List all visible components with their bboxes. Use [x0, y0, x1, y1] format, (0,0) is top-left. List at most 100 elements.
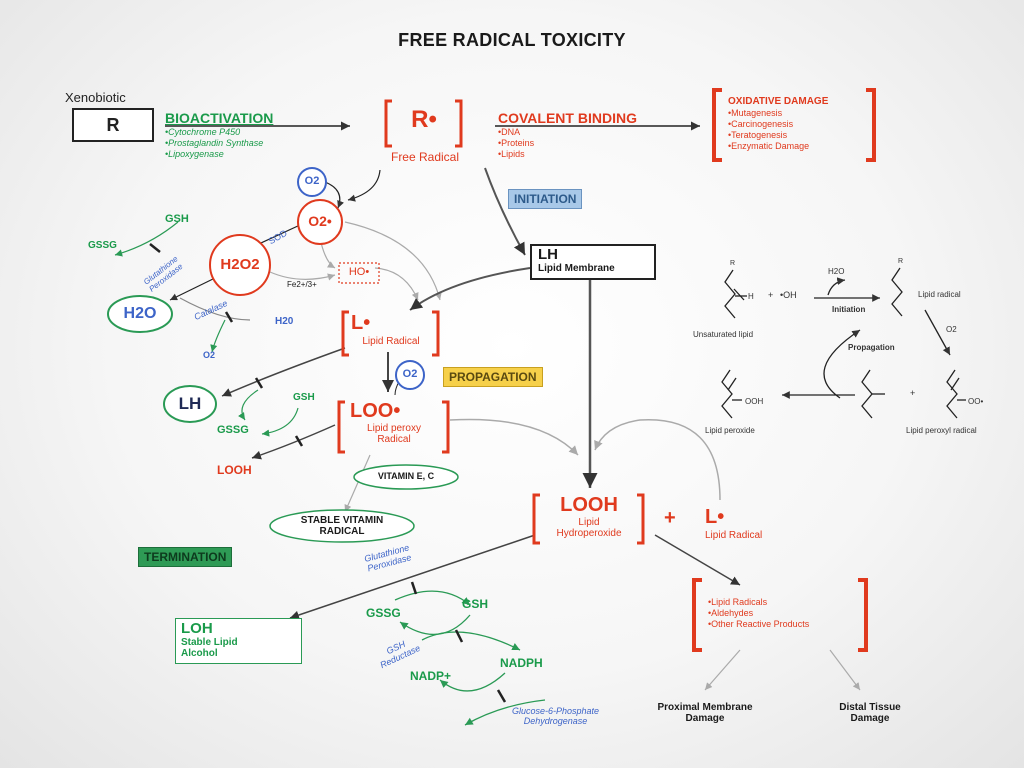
lipid-peroxy-line2: Radical: [377, 434, 411, 445]
lipid-radical-right-label: Lipid Radical: [705, 530, 763, 541]
covalent-binding-list: •DNA •Proteins •Lipids: [498, 127, 534, 160]
distal-damage: Distal Tissue Damage: [820, 702, 920, 724]
bracket-oxidative: [712, 88, 876, 162]
vitamin-label: VITAMIN E, C: [377, 471, 435, 481]
proximal-line2: Damage: [685, 713, 725, 724]
looh-label: Lipid Hydroperoxide: [537, 517, 641, 539]
cycle-nadp: NADP+: [410, 669, 452, 683]
bracket-looh: [532, 493, 645, 545]
mechanism-diagram: [721, 267, 966, 419]
bioactivation-item: •Prostaglandin Synthase: [165, 138, 264, 148]
bracket-lipid-radical: [341, 310, 440, 357]
covalent-item: •Proteins: [498, 138, 535, 148]
mech-lipid-peroxyl: Lipid peroxyl radical: [906, 426, 977, 435]
looh-small: LOOH: [217, 463, 252, 477]
gsh-middle: GSH: [293, 392, 315, 403]
looh-symbol: LOOH: [560, 494, 618, 516]
bracket-products: [692, 578, 868, 652]
bioactivation-item: •Cytochrome P450: [165, 127, 241, 137]
loh-line2: Alcohol: [181, 648, 218, 659]
lipid-peroxy-line1: Lipid peroxy: [367, 423, 421, 434]
covalent-binding-heading: COVALENT BINDING: [498, 110, 637, 126]
oxidative-item: •Mutagenesis: [728, 108, 783, 118]
hydroxyl-radical: HO•: [348, 266, 370, 278]
termination-label: TERMINATION: [138, 547, 233, 567]
lipid-membrane-box: LH Lipid Membrane: [530, 244, 656, 280]
cycle-g6pd-line2: Dehydrogenase: [523, 716, 588, 726]
gssg-middle: GSSG: [217, 424, 249, 436]
distal-line2: Damage: [850, 713, 890, 724]
loh-line1: Stable Lipid: [181, 637, 238, 648]
xenobiotic-box: R: [72, 108, 154, 142]
lh-subtitle: Lipid Membrane: [538, 263, 615, 274]
mech-oh: •OH: [780, 290, 797, 300]
products-list: •Lipid Radicals •Aldehydes •Other Reacti…: [708, 597, 809, 630]
xenobiotic-label: Xenobiotic: [65, 90, 126, 105]
lipid-peroxy-label: Lipid peroxy Radical: [343, 423, 445, 445]
stable-vitamin-line2: RADICAL: [319, 526, 365, 537]
lh-title: LH: [538, 246, 558, 263]
free-radical-symbol: R•: [411, 106, 437, 133]
cycle-gsh: GSH: [462, 597, 489, 611]
oxidative-item: •Teratogenesis: [728, 130, 788, 140]
cycle-g6pd: Glucose-6-Phosphate Dehydrogenase: [478, 706, 633, 726]
superoxide: O2•: [308, 213, 332, 229]
oxidative-damage-list: •Mutagenesis •Carcinogenesis •Teratogene…: [728, 108, 809, 152]
oxygen-small: O2: [203, 350, 216, 360]
mech-initiation: Initiation: [832, 305, 866, 314]
mech-lipid-radical: Lipid radical: [918, 290, 961, 299]
o2-loo: O2: [402, 368, 418, 380]
water-small: H20: [275, 316, 294, 327]
bracket-free-radical: [384, 99, 463, 148]
o2-molecule: O2: [304, 175, 320, 187]
mech-plus-2: +: [910, 388, 916, 398]
mech-h-label: H: [748, 292, 754, 301]
mech-plus-oh: +: [768, 290, 774, 300]
cycle-gssg: GSSG: [366, 606, 401, 620]
free-radical-label: Free Radical: [390, 150, 460, 164]
iron-label: Fe2+/3+: [287, 280, 317, 289]
bioactivation-item: •Lipoxygenase: [165, 149, 224, 159]
bioactivation-heading: BIOACTIVATION: [165, 110, 274, 126]
stable-vitamin-label: STABLE VITAMIN RADICAL: [272, 515, 412, 537]
cycle-nadph: NADPH: [500, 656, 543, 670]
mech-r-2: R: [898, 258, 904, 265]
loh-title: LOH: [181, 620, 213, 637]
hydrogen-peroxide: H2O2: [220, 256, 260, 273]
loh-box: LOH Stable Lipid Alcohol: [175, 618, 302, 664]
looh-line1: Lipid: [578, 517, 600, 528]
mech-h2o: H2O: [828, 267, 845, 276]
bioactivation-list: •Cytochrome P450 •Prostaglandin Synthase…: [165, 127, 263, 160]
stable-vitamin-line1: STABLE VITAMIN: [300, 515, 384, 526]
mech-unsaturated: Unsaturated lipid: [693, 330, 754, 339]
lipid-radical-right-symbol: L•: [705, 506, 725, 528]
product-item: •Aldehydes: [708, 608, 754, 618]
covalent-item: •Lipids: [498, 149, 525, 159]
mech-ooh: OOH: [745, 397, 764, 406]
proximal-line1: Proximal Membrane: [657, 702, 753, 713]
bracket-loo: [337, 400, 450, 454]
lipid-peroxy-symbol: LOO•: [350, 400, 401, 422]
plus-sign: +: [664, 507, 676, 529]
lh-circle-label: LH: [178, 394, 202, 413]
mech-oo: OO•: [968, 397, 984, 406]
covalent-item: •DNA: [498, 127, 521, 137]
oxidative-item: •Enzymatic Damage: [728, 141, 810, 151]
oxidative-damage-heading: OXIDATIVE DAMAGE: [728, 96, 829, 107]
water-molecule: H2O: [123, 305, 157, 322]
gssg-upper: GSSG: [88, 240, 117, 251]
distal-line1: Distal Tissue: [839, 702, 901, 713]
mech-propagation: Propagation: [848, 343, 895, 352]
looh-line2: Hydroperoxide: [556, 528, 622, 539]
oxidative-item: •Carcinogenesis: [728, 119, 794, 129]
lipid-radical-label: Lipid Radical: [362, 336, 420, 347]
product-item: •Lipid Radicals: [708, 597, 768, 607]
mech-r-1: R: [730, 260, 736, 267]
page-title: FREE RADICAL TOXICITY: [398, 30, 626, 50]
product-item: •Other Reactive Products: [708, 619, 810, 629]
lipid-radical-symbol: L•: [351, 312, 371, 334]
initiation-label: INITIATION: [508, 189, 583, 209]
gsh-upper: GSH: [165, 213, 189, 225]
propagation-label: PROPAGATION: [443, 367, 543, 387]
